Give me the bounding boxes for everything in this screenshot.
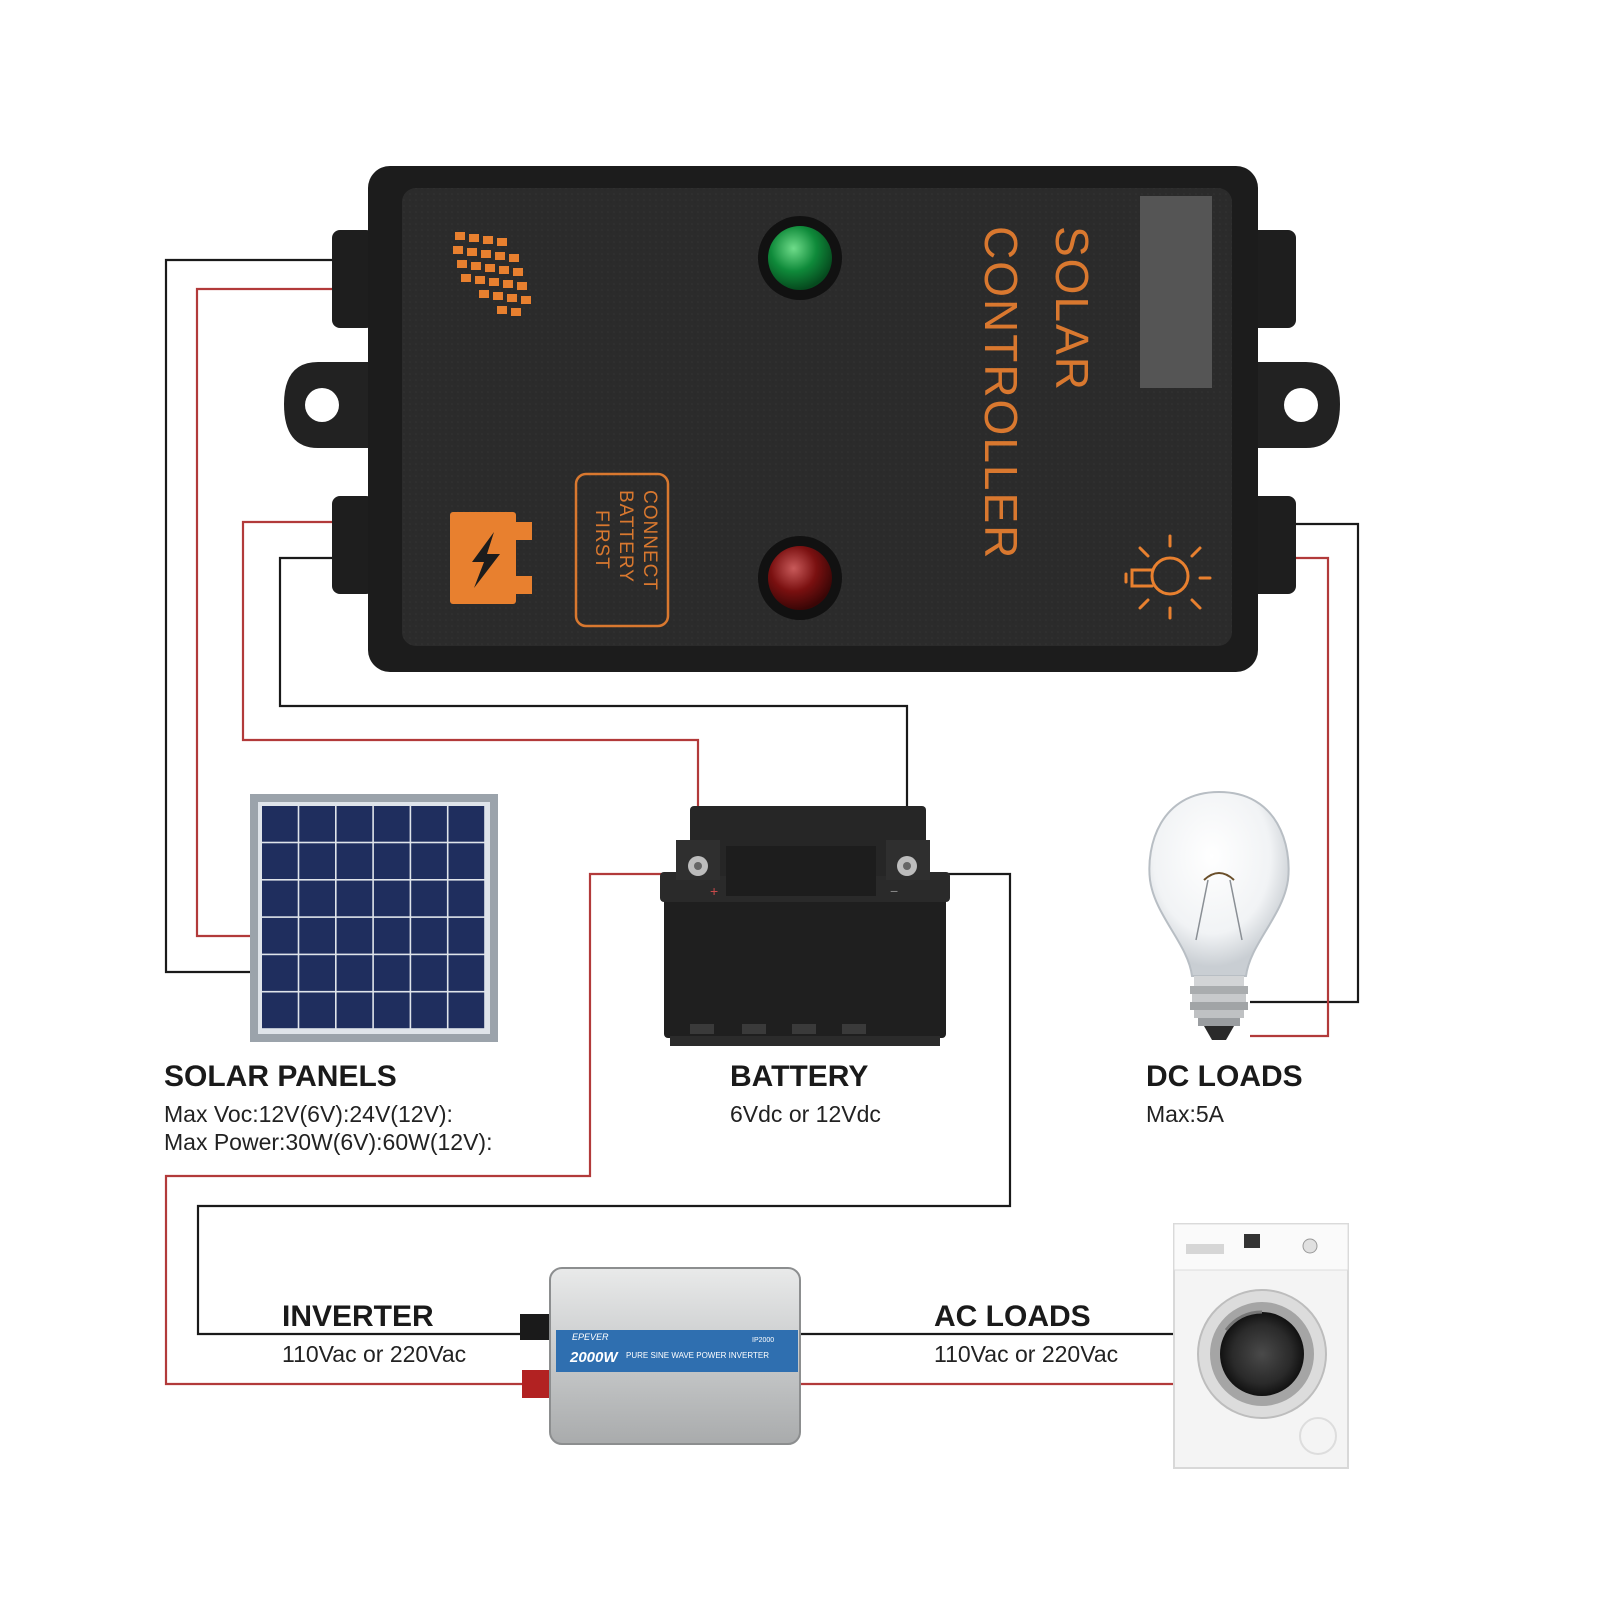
- connect-line3: FIRST: [591, 510, 612, 570]
- solar-cell: [262, 992, 298, 1029]
- battery-terminal-positive: [676, 840, 720, 880]
- connect-battery-box: [574, 472, 670, 628]
- connect-line1: CONNECT: [639, 490, 660, 591]
- solar-panels-title: SOLAR PANELS: [164, 1060, 397, 1093]
- dc-loads-max: Max:5A: [1146, 1101, 1225, 1127]
- inverter-model: IP2000: [752, 1337, 774, 1344]
- solar-cell: [448, 917, 485, 954]
- controller-title-line1: SOLAR: [1046, 226, 1098, 392]
- solar-panel-icon: [453, 232, 531, 316]
- solar-cell: [411, 917, 447, 954]
- inverter-label: INVERTER 110Vac or 220Vac: [282, 1300, 466, 1367]
- battery-terminal-negative: [886, 840, 930, 880]
- solar-cell: [299, 843, 335, 879]
- battery-label: BATTERY 6Vdc or 12Vdc: [730, 1060, 881, 1127]
- solar-cell: [299, 992, 335, 1029]
- solar-controller: SOLAR CONTROLLER CONNECT BATTERY FIRST: [284, 166, 1340, 672]
- solar-cell: [448, 843, 485, 879]
- solar-cell: [299, 880, 335, 917]
- wire-solar-positive: [195, 287, 332, 938]
- solar-cell: [262, 843, 298, 879]
- solar-cell: [411, 843, 447, 879]
- wire-load-negative: [1250, 522, 1360, 1004]
- controller-face: [402, 188, 1232, 646]
- inverter-title: INVERTER: [282, 1300, 434, 1333]
- solar-cell: [448, 992, 485, 1029]
- solar-cell: [373, 955, 410, 991]
- solar-cell: [262, 806, 298, 842]
- wire-load-positive: [1250, 556, 1330, 1038]
- terminal-right-top: [1250, 230, 1296, 328]
- solar-cell: [299, 806, 335, 842]
- wire-inverter-negative: [196, 872, 1012, 1336]
- solar-cell: [336, 917, 373, 954]
- mounting-ear-right: [1250, 362, 1340, 448]
- wire-battery-positive: [241, 520, 700, 858]
- solar-cell: [262, 880, 298, 917]
- label-window: [1140, 196, 1212, 388]
- solar-cell: [411, 955, 447, 991]
- battery-voltage: 6Vdc or 12Vdc: [730, 1101, 881, 1127]
- battery-title: BATTERY: [730, 1060, 868, 1093]
- inverter-power: 2000W: [569, 1349, 619, 1366]
- solar-cell: [336, 806, 373, 842]
- wire-inverter-positive: [164, 872, 698, 1386]
- ac-loads-voltage: 110Vac or 220Vac: [934, 1341, 1118, 1367]
- solar-panels-voc: Max Voc:12V(6V):24V(12V):: [164, 1101, 453, 1127]
- solar-cell: [411, 992, 447, 1029]
- dc-loads-title: DC LOADS: [1146, 1060, 1303, 1093]
- solar-cell: [411, 806, 447, 842]
- battery-icon: [450, 512, 532, 604]
- mounting-ear-left: [284, 362, 372, 448]
- solar-cell: [299, 917, 335, 954]
- solar-cell: [448, 806, 485, 842]
- battery-plus-mark: +: [710, 883, 718, 899]
- wires: [164, 258, 1360, 1386]
- solar-cell: [262, 955, 298, 991]
- solar-cell: [411, 880, 447, 917]
- green-led: [758, 216, 842, 300]
- terminal-left-bottom: [332, 496, 374, 594]
- solar-cell: [373, 880, 410, 917]
- solar-cell: [373, 917, 410, 954]
- battery-image: + −: [660, 806, 950, 1046]
- solar-cell: [448, 955, 485, 991]
- terminal-left-top: [332, 230, 374, 328]
- light-bulb-image: [1148, 790, 1290, 1040]
- solar-panels-power: Max Power:30W(6V):60W(12V):: [164, 1129, 492, 1155]
- solar-cell: [336, 992, 373, 1029]
- controller-title-line2: CONTROLLER: [975, 226, 1027, 560]
- solar-cell: [373, 992, 410, 1029]
- inverter-image: EPEVER 2000W PURE SINE WAVE POWER INVERT…: [520, 1267, 801, 1445]
- solar-cell: [373, 806, 410, 842]
- inverter-voltage: 110Vac or 220Vac: [282, 1341, 466, 1367]
- solar-cell: [373, 843, 410, 879]
- solar-cell: [336, 955, 373, 991]
- solar-cell: [262, 917, 298, 954]
- ac-loads-label: AC LOADS 110Vac or 220Vac: [934, 1300, 1118, 1367]
- solar-cell: [336, 843, 373, 879]
- wire-solar-negative: [164, 258, 332, 974]
- solar-panels-label: SOLAR PANELS Max Voc:12V(6V):24V(12V): M…: [164, 1060, 492, 1155]
- terminal-right-bottom: [1250, 496, 1296, 594]
- washing-machine-image: [1173, 1223, 1349, 1469]
- solar-cell: [448, 880, 485, 917]
- dc-loads-label: DC LOADS Max:5A: [1146, 1060, 1303, 1127]
- wire-battery-negative: [278, 556, 909, 858]
- inverter-brand: EPEVER: [572, 1332, 609, 1342]
- solar-cell: [299, 955, 335, 991]
- battery-minus-mark: −: [890, 883, 898, 899]
- red-led: [758, 536, 842, 620]
- solar-panel: [250, 794, 498, 1042]
- connect-line2: BATTERY: [615, 490, 636, 583]
- inverter-description: PURE SINE WAVE POWER INVERTER: [626, 1351, 769, 1360]
- ac-loads-title: AC LOADS: [934, 1300, 1091, 1333]
- solar-cell: [336, 880, 373, 917]
- light-bulb-icon: [1124, 534, 1212, 620]
